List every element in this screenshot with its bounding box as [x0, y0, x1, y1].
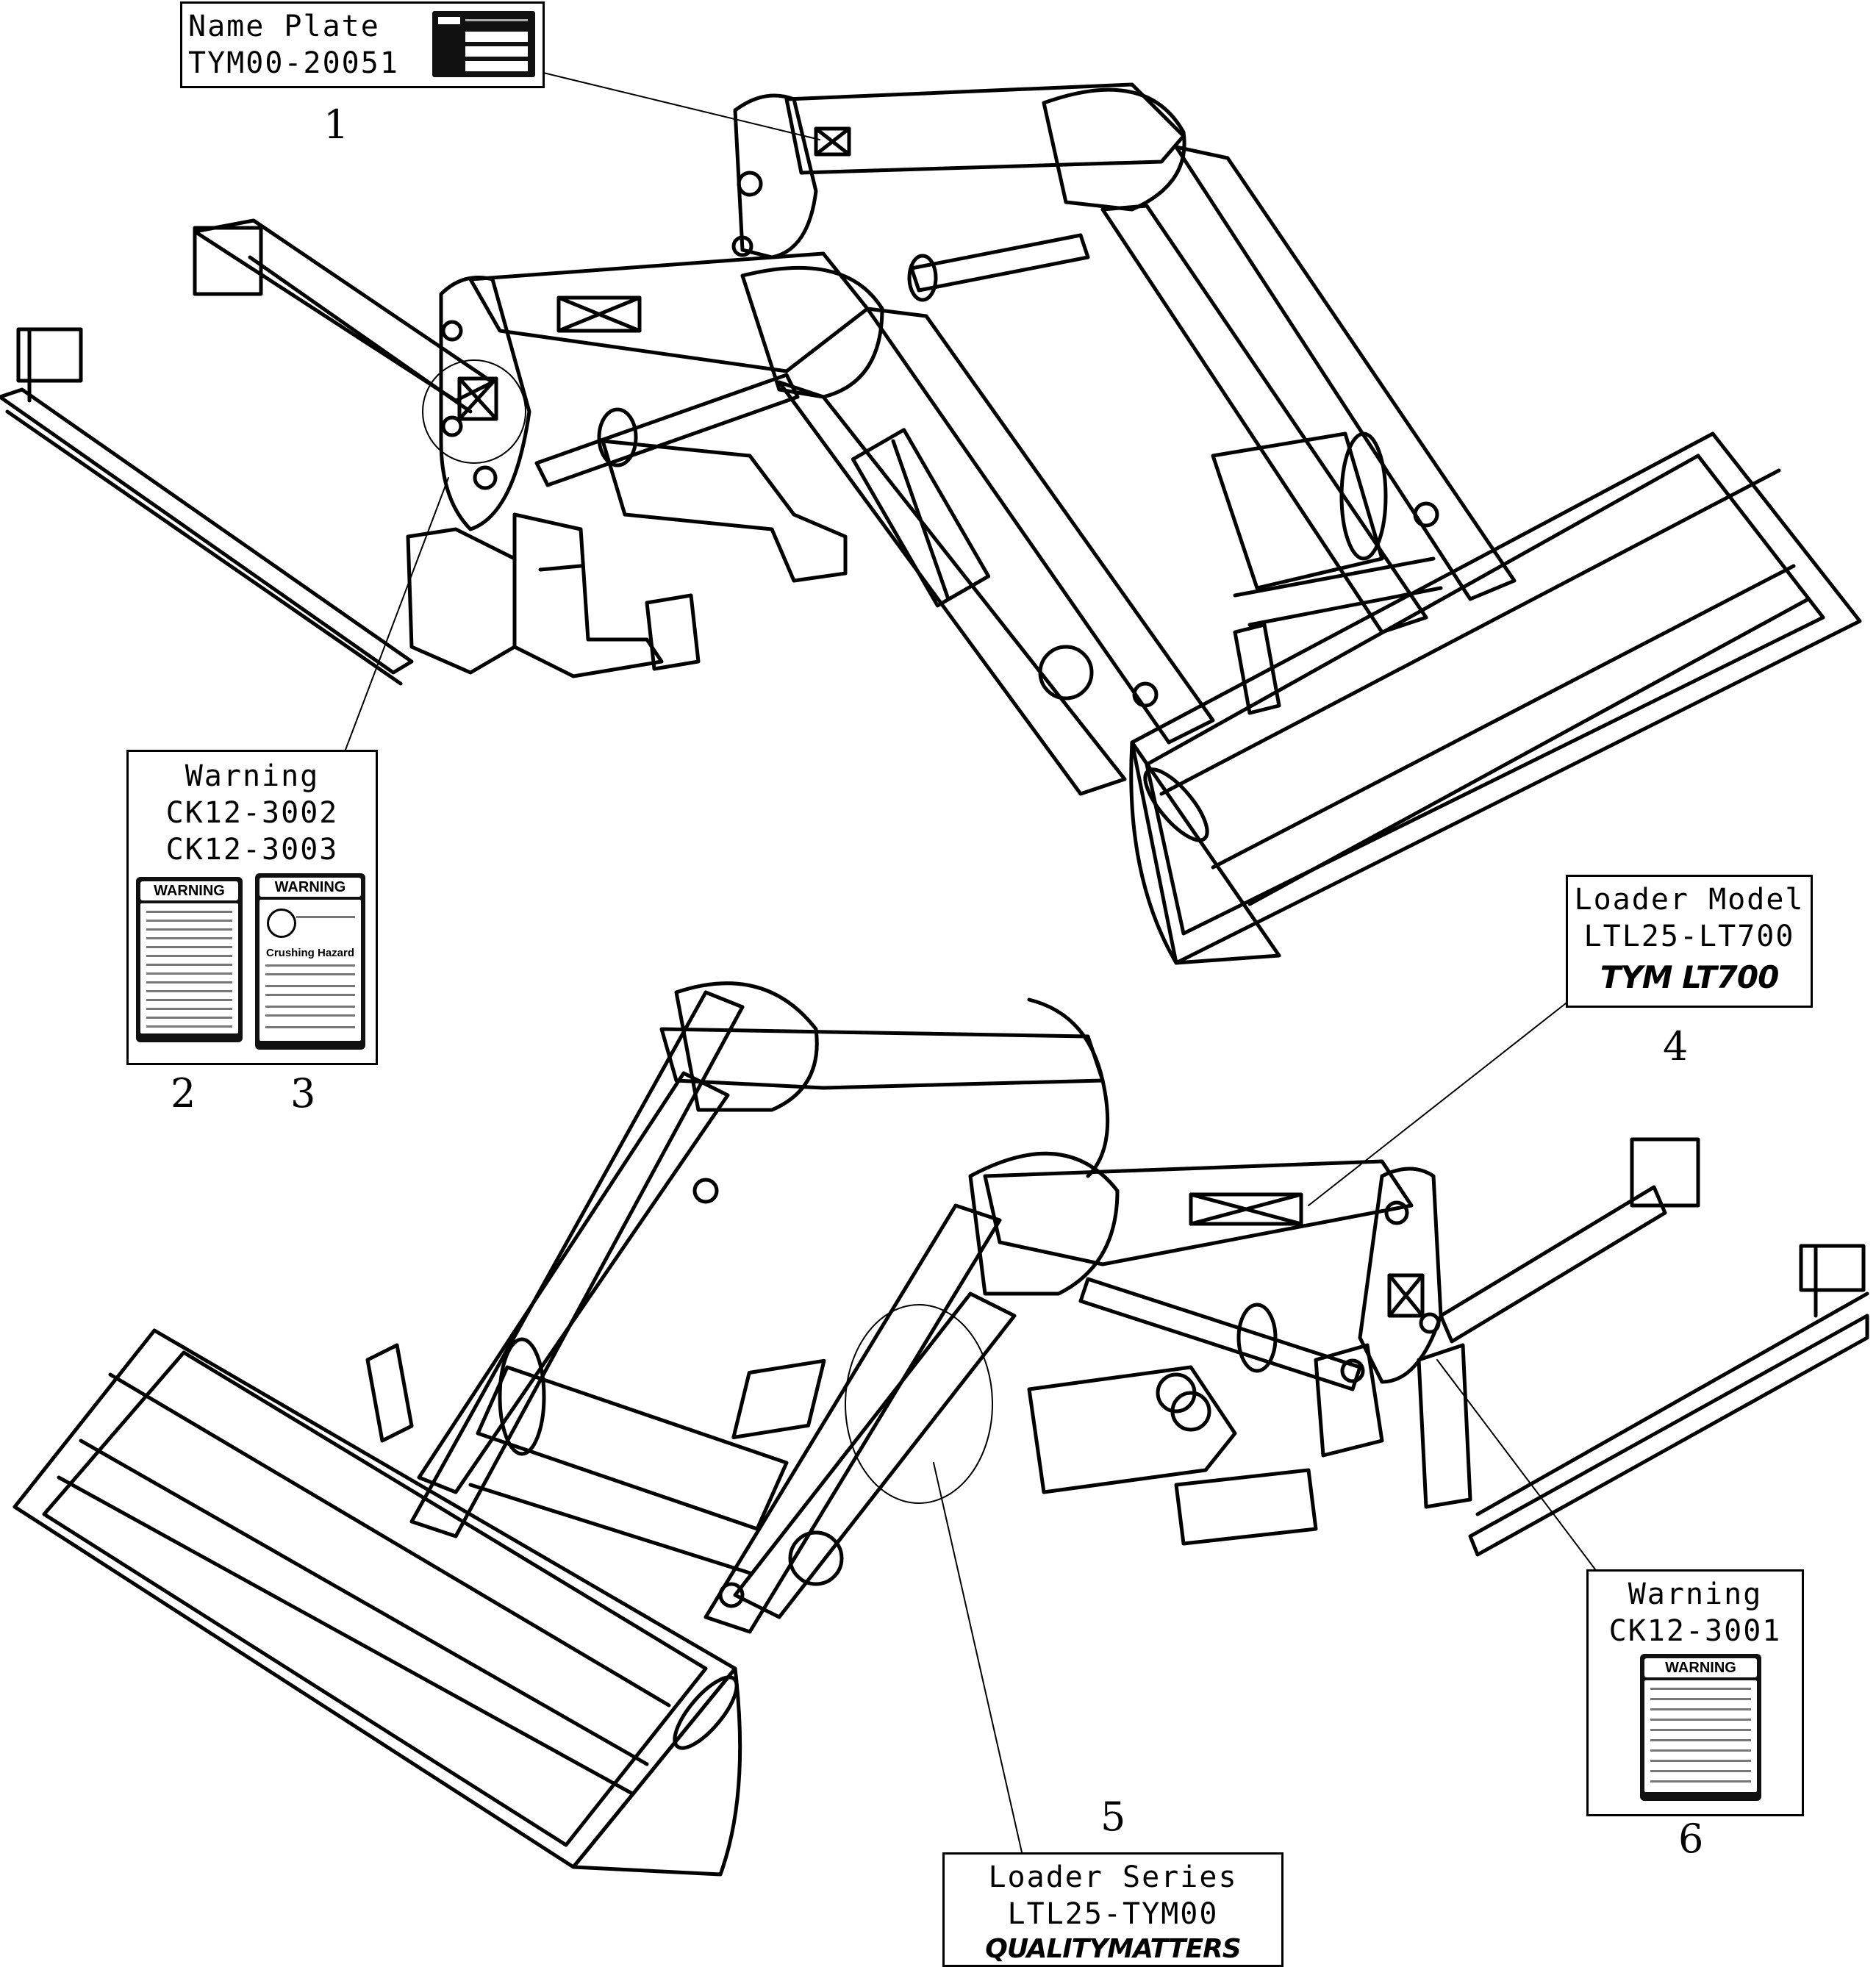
warning-decal-c-header: WARNING [1644, 1658, 1757, 1677]
callout-number-2: 2 [171, 1070, 196, 1117]
warning-left-part-b: CK12-3003 [165, 833, 339, 867]
warning-decal-b: WARNING Crushing Hazard [255, 873, 365, 1050]
loader-model-part-number: LTL25-LT700 [1583, 920, 1795, 953]
callout-number-5: 5 [1100, 1794, 1126, 1840]
warning-right-callout: Warning CK12-3001 WARNING [1586, 1569, 1804, 1816]
loader-series-part-number: LTL25-TYM00 [1007, 1897, 1219, 1931]
warning-left-part-a: CK12-3002 [165, 796, 339, 830]
crushing-hazard-icon [267, 909, 296, 938]
nameplate-callout: Name Plate TYM00-20051 [180, 1, 545, 88]
nameplate-icon [432, 11, 535, 77]
tym-lt700-logo: TYM LT700 [1600, 959, 1780, 995]
upper-loader [0, 82, 1862, 965]
callout-number-6: 6 [1678, 1816, 1704, 1862]
loader-model-callout: Loader Model LTL25-LT700 TYM LT700 [1566, 875, 1813, 1008]
loader-series-title: Loader Series [988, 1860, 1238, 1894]
warning-decal-a-header: WARNING [140, 881, 238, 900]
loader-series-callout: Loader Series LTL25-TYM00 QUALITYMATTERS [942, 1852, 1284, 1967]
warning-left-title: Warning [185, 759, 320, 793]
lower-loader [12, 981, 1869, 1877]
warning-decal-a: WARNING [136, 877, 243, 1042]
nameplate-title: Name Plate [188, 10, 380, 43]
warning-decal-b-subtitle: Crushing Hazard [265, 947, 354, 959]
nameplate-part-number: TYM00-20051 [188, 46, 399, 80]
quality-matters-logo: QUALITYMATTERS [985, 1934, 1241, 1964]
callout-number-1: 1 [323, 101, 349, 148]
callout-number-4: 4 [1663, 1023, 1689, 1070]
warning-right-title: Warning [1628, 1577, 1763, 1611]
callout-number-3: 3 [290, 1070, 316, 1117]
loader-model-title: Loader Model [1574, 883, 1805, 917]
warning-decal-b-header: WARNING [259, 878, 361, 897]
leader-lines [345, 71, 1596, 1853]
warning-left-callout: Warning CK12-3002 CK12-3003 WARNING WARN… [126, 750, 378, 1065]
warning-decal-c: WARNING [1640, 1654, 1761, 1801]
warning-right-part-number: CK12-3001 [1608, 1614, 1782, 1648]
